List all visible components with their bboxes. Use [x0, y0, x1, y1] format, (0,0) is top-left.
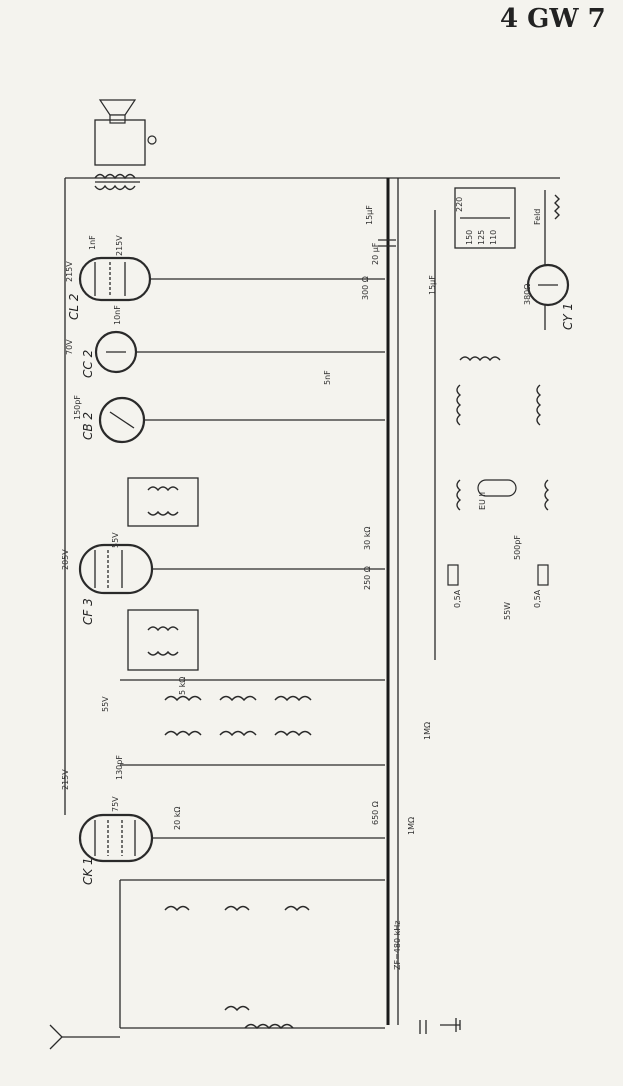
svg-text:380Ω: 380Ω: [523, 284, 532, 305]
svg-text:55W: 55W: [503, 602, 512, 620]
svg-text:10nF: 10nF: [113, 305, 122, 325]
svg-text:150pF: 150pF: [73, 395, 82, 420]
tube-label-ck1: CK 1: [81, 857, 95, 885]
svg-text:30 kΩ: 30 kΩ: [363, 527, 372, 550]
svg-text:110: 110: [489, 230, 498, 245]
svg-text:0,5A: 0,5A: [533, 589, 542, 608]
tube-label-cb2: CB 2: [81, 412, 95, 440]
svg-text:500pF: 500pF: [513, 535, 522, 560]
heater-chain: [456, 356, 550, 511]
oscillator-coils: [120, 679, 385, 766]
svg-text:650 Ω: 650 Ω: [371, 801, 380, 825]
input-coils: [119, 879, 385, 1030]
tube-ck1: CK 1 215V 75V: [61, 769, 385, 885]
svg-text:55V: 55V: [101, 696, 110, 712]
frequency-note: ZF=480 kHz: [393, 921, 402, 970]
bus-capacitors: [378, 239, 427, 1034]
tube-cl2: CL 2 215V 215V: [65, 235, 385, 320]
if-transformer-1: [127, 477, 199, 527]
tube-label-cy1: CY 1: [561, 303, 575, 330]
tube-cy1: CY 1: [526, 263, 575, 330]
tube-cf3: CF 3 205V 55V: [61, 532, 385, 625]
svg-text:220: 220: [455, 197, 464, 212]
svg-text:15μF: 15μF: [365, 205, 374, 225]
antenna-icon: [49, 1024, 120, 1050]
tube-label-cf3: CF 3: [81, 598, 95, 625]
output-transformer: [94, 173, 140, 191]
svg-text:5nF: 5nF: [323, 370, 332, 385]
svg-text:125: 125: [477, 230, 486, 245]
voltage-selector: 220 150 125 110: [454, 187, 516, 249]
fuses: [447, 564, 549, 586]
if-transformer-2: [127, 609, 199, 671]
svg-text:20 μF: 20 μF: [371, 242, 380, 265]
svg-text:55V: 55V: [111, 532, 120, 548]
svg-text:1MΩ: 1MΩ: [423, 722, 432, 740]
svg-text:215V: 215V: [115, 235, 124, 256]
page-title: 4 GW 7: [500, 4, 606, 34]
field-coil: [554, 194, 560, 220]
svg-text:0,5A: 0,5A: [453, 589, 462, 608]
tube-label-cl2: CL 2: [67, 293, 81, 320]
svg-text:205V: 205V: [61, 549, 70, 570]
svg-text:300 Ω: 300 Ω: [361, 276, 370, 300]
svg-text:150: 150: [465, 230, 474, 245]
svg-text:1MΩ: 1MΩ: [407, 817, 416, 835]
svg-text:1nF: 1nF: [88, 235, 97, 250]
tube-cc2: CC 2 70V: [65, 330, 385, 378]
svg-text:215V: 215V: [65, 261, 74, 282]
svg-text:250 Ω: 250 Ω: [363, 566, 372, 590]
tube-label-cc2: CC 2: [81, 350, 95, 378]
svg-text:20 kΩ: 20 kΩ: [173, 807, 182, 830]
tube-cb2: CB 2: [81, 396, 385, 444]
svg-text:EU II: EU II: [478, 492, 487, 510]
loudspeaker-icon: [94, 99, 157, 166]
ground-icon: [440, 1018, 461, 1032]
svg-text:215V: 215V: [61, 769, 70, 790]
svg-text:70V: 70V: [65, 339, 74, 355]
svg-text:130pF: 130pF: [115, 755, 124, 780]
svg-text:15μF: 15μF: [428, 275, 437, 295]
svg-text:5 kΩ: 5 kΩ: [178, 677, 187, 695]
svg-text:Feld: Feld: [533, 209, 542, 225]
svg-text:75V: 75V: [111, 796, 120, 812]
